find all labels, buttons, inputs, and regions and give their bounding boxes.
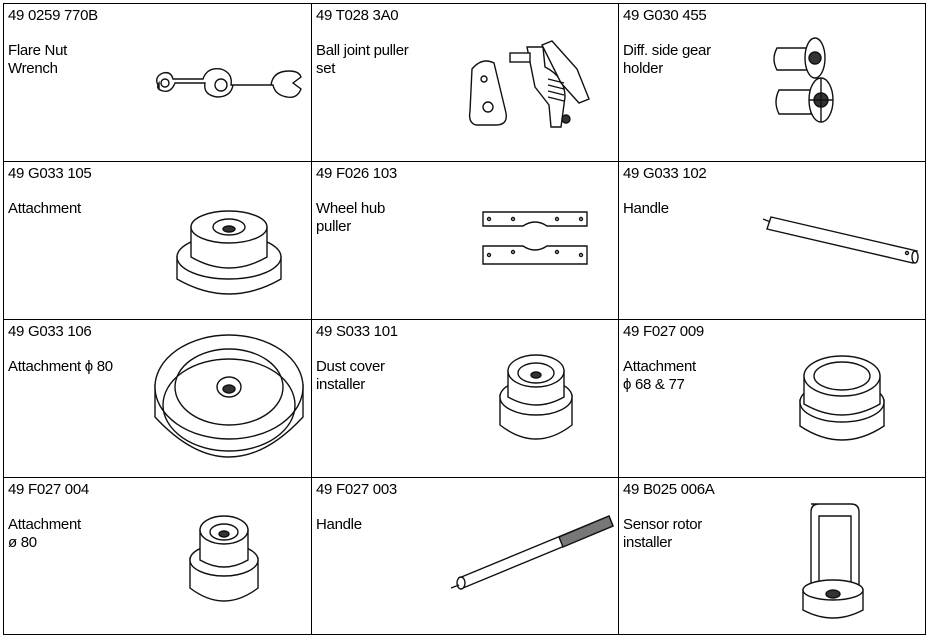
tool-cell: 49 F027 003 Handle bbox=[312, 478, 619, 634]
tool-description: Dust cover installer bbox=[316, 358, 385, 393]
tool-description: Handle bbox=[623, 200, 669, 217]
part-number: 49 F027 003 bbox=[316, 481, 397, 498]
tool-cell: 49 F027 004 Attachment ø 80 bbox=[4, 478, 312, 634]
tool-description: Handle bbox=[316, 516, 362, 533]
part-number: 49 G033 102 bbox=[623, 165, 707, 182]
attachment-large-icon bbox=[154, 334, 304, 458]
tool-cell: 49 G030 455 Diff. side gear holder bbox=[619, 4, 925, 162]
part-number: 49 F027 004 bbox=[8, 481, 89, 498]
tool-cell: 49 G033 106 Attachment ϕ 80 bbox=[4, 320, 312, 478]
knurled-handle-icon bbox=[450, 515, 614, 590]
part-number: 49 F026 103 bbox=[316, 165, 397, 182]
part-number: 49 G030 455 bbox=[623, 7, 707, 24]
flare-nut-wrench-icon bbox=[156, 68, 302, 99]
tool-description: Attachment ϕ 80 bbox=[8, 358, 113, 375]
tool-description: Wheel hub puller bbox=[316, 200, 386, 235]
part-number: 49 0259 770B bbox=[8, 7, 98, 24]
part-number: 49 T028 3A0 bbox=[316, 7, 399, 24]
tool-cell: 49 S033 101 Dust cover installer bbox=[312, 320, 619, 478]
attachment-icon bbox=[189, 515, 259, 602]
tool-cell: 49 B025 006A Sensor rotor installer bbox=[619, 478, 925, 634]
side-gear-holder-icon bbox=[773, 37, 834, 123]
tool-cell: 49 T028 3A0 Ball joint puller set bbox=[312, 4, 619, 162]
part-number: 49 B025 006A bbox=[623, 481, 715, 498]
special-tools-table: 49 0259 770B Flare Nut Wrench 49 T028 3A… bbox=[3, 3, 926, 635]
part-number: 49 F027 009 bbox=[623, 323, 704, 340]
wheel-hub-puller-icon bbox=[482, 211, 588, 265]
tool-description: Flare Nut Wrench bbox=[8, 42, 67, 77]
dust-cover-installer-icon bbox=[499, 354, 573, 440]
tool-cell: 49 F027 009 Attachment ϕ 68 & 77 bbox=[619, 320, 925, 478]
tool-description: Diff. side gear holder bbox=[623, 42, 711, 77]
part-number: 49 S033 101 bbox=[316, 323, 398, 340]
tool-cell: 49 0259 770B Flare Nut Wrench bbox=[4, 4, 312, 162]
tool-cell: 49 G033 105 Attachment bbox=[4, 162, 312, 320]
tool-description: Attachment bbox=[8, 200, 81, 217]
part-number: 49 G033 105 bbox=[8, 165, 92, 182]
attachment-icon bbox=[799, 355, 885, 441]
tool-cell: 49 G033 102 Handle bbox=[619, 162, 925, 320]
ball-joint-puller-icon bbox=[468, 40, 590, 128]
tool-description: Attachment ϕ 68 & 77 bbox=[623, 358, 696, 393]
tool-description: Attachment ø 80 bbox=[8, 516, 81, 551]
part-number: 49 G033 106 bbox=[8, 323, 92, 340]
tool-description: Ball joint puller set bbox=[316, 42, 409, 77]
attachment-icon bbox=[176, 210, 282, 295]
tool-description: Sensor rotor installer bbox=[623, 516, 702, 551]
tool-cell: 49 F026 103 Wheel hub puller bbox=[312, 162, 619, 320]
handle-icon bbox=[762, 216, 919, 264]
sensor-rotor-installer-icon bbox=[802, 503, 864, 619]
